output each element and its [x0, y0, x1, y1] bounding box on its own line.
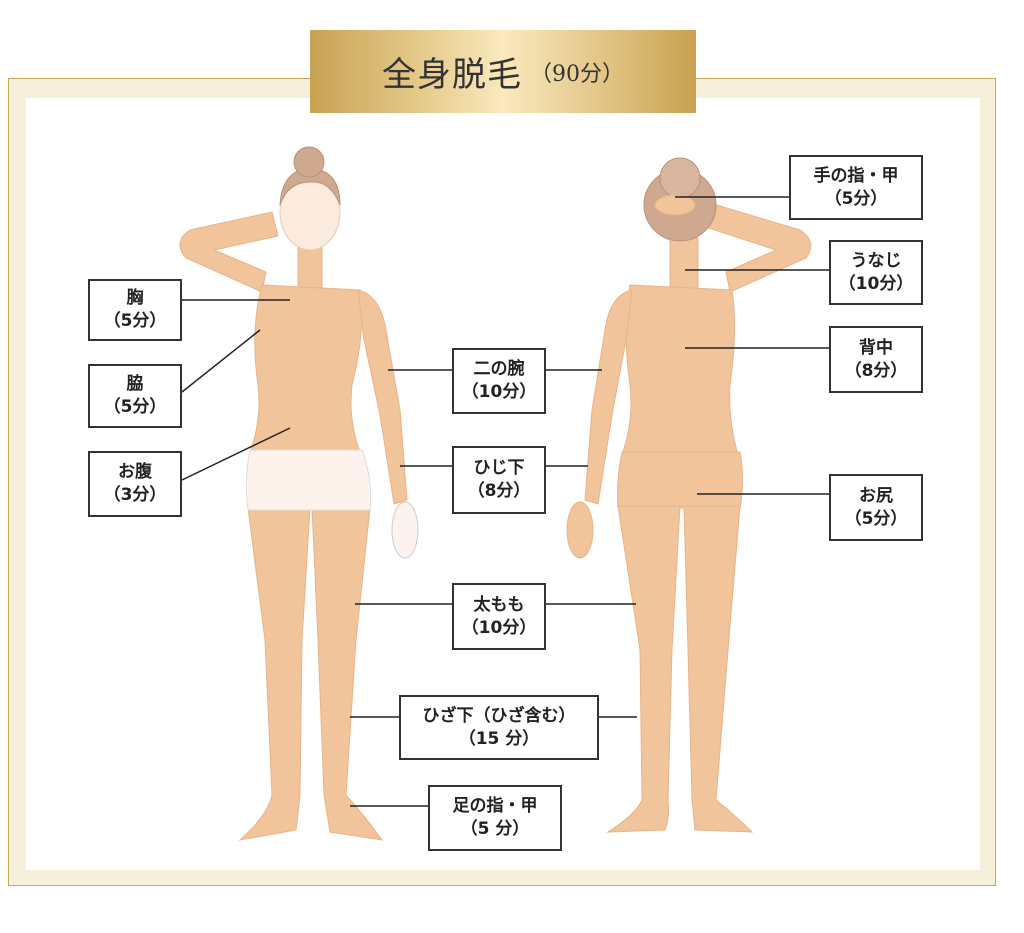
label-name: 二の腕	[473, 359, 525, 380]
back-buttocks	[617, 451, 743, 509]
label-back: 背中（8分）	[829, 326, 923, 393]
title-duration: （90分）	[530, 61, 624, 87]
label-belly: お腹（3分）	[88, 451, 182, 517]
front-shorts	[245, 449, 372, 511]
label-name: 脇	[126, 374, 144, 395]
label-name: 背中	[859, 337, 893, 358]
label-time: （10分）	[838, 273, 914, 294]
label-buttocks: お尻（5分）	[829, 474, 923, 541]
front-left-leg	[238, 507, 311, 841]
label-name: うなじ	[850, 250, 902, 271]
front-hand	[391, 501, 419, 559]
label-name: お腹	[118, 462, 152, 483]
back-neck	[669, 237, 699, 289]
label-time: （3分）	[103, 485, 167, 505]
label-forearm: ひじ下（8分）	[452, 446, 546, 514]
front-right-leg	[311, 507, 384, 841]
label-time: （5 分）	[460, 819, 530, 839]
title-main: 全身脱毛	[382, 55, 522, 95]
back-hand-on-head	[654, 194, 696, 216]
front-lowered-arm	[357, 289, 408, 505]
leader-lines	[181, 196, 829, 807]
back-left-leg	[606, 505, 681, 833]
label-name: 胸	[126, 288, 144, 309]
label-name: ひじ下	[473, 458, 525, 479]
label-name: 太もも	[473, 594, 525, 615]
label-nape: うなじ（10分）	[829, 240, 923, 305]
label-time: （10分）	[461, 617, 537, 638]
label-name: 手の指・甲	[813, 165, 899, 186]
label-name: ひざ下（ひざ含む）	[422, 705, 576, 726]
front-figure	[179, 146, 419, 841]
title-banner: 全身脱毛 （90分）	[310, 30, 696, 113]
front-raised-arm	[179, 211, 279, 293]
label-time: （15 分）	[458, 728, 540, 749]
front-hair-bun	[293, 146, 325, 178]
front-torso	[249, 284, 363, 453]
label-name: 足の指・甲	[452, 796, 538, 817]
label-upper-arm: 二の腕（10分）	[452, 348, 546, 414]
label-thigh: 太もも（10分）	[452, 583, 546, 650]
label-time: （5分）	[824, 188, 888, 209]
label-time: （10分）	[461, 382, 537, 402]
label-toes: 足の指・甲（5 分）	[428, 785, 562, 851]
label-lower-leg: ひざ下（ひざ含む）（15 分）	[399, 695, 599, 760]
back-torso	[621, 284, 739, 456]
label-name: お尻	[859, 485, 893, 506]
label-armpit: 脇（5分）	[88, 364, 182, 428]
label-fingers: 手の指・甲（5分）	[789, 155, 923, 220]
back-lowered-arm	[584, 289, 633, 505]
label-time: （5分）	[103, 397, 167, 417]
back-hair-bun	[659, 157, 701, 199]
back-right-leg	[683, 505, 754, 833]
back-raised-arm	[689, 199, 812, 293]
back-figure	[566, 157, 812, 833]
label-time: （8分）	[467, 481, 531, 501]
label-chest: 胸（5分）	[88, 279, 182, 341]
label-time: （5分）	[844, 508, 908, 529]
label-time: （5分）	[103, 311, 167, 331]
back-hand	[566, 501, 594, 559]
front-hair	[279, 167, 341, 206]
label-time: （8分）	[844, 360, 908, 381]
